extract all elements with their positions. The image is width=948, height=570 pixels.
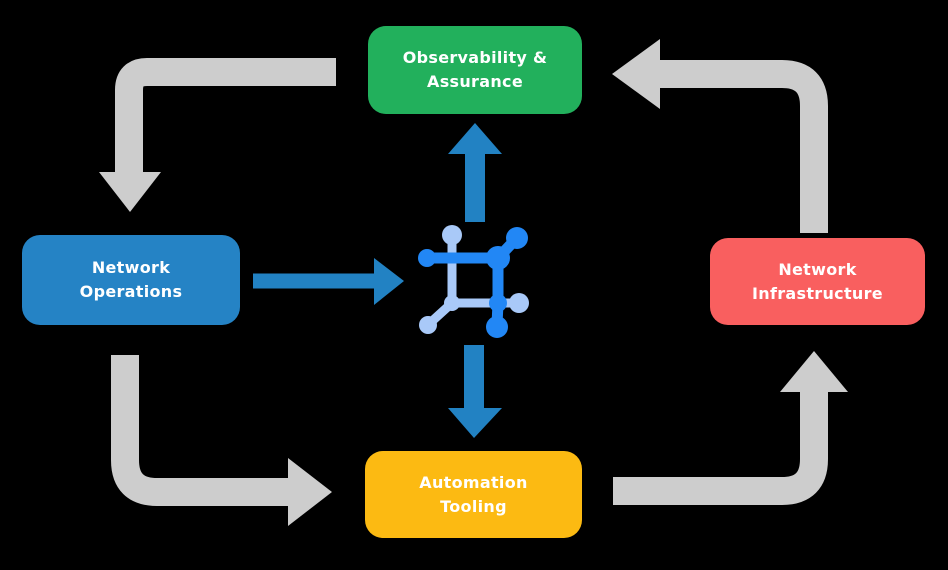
- node-network-operations: Network Operations: [22, 235, 240, 325]
- arrow-head: [374, 258, 404, 305]
- arrow-infrastructure-to-observability: [612, 39, 828, 233]
- arrow-shaft: [111, 355, 289, 506]
- arrow-operations-to-hub: [253, 258, 404, 305]
- arrow-shaft: [613, 391, 828, 505]
- arrow-head: [99, 172, 161, 212]
- arrow-observability-to-operations: [99, 58, 336, 212]
- hub-dark-layer: [418, 227, 528, 338]
- arrow-hub-to-observability: [448, 123, 502, 222]
- arrow-head: [288, 458, 332, 526]
- arrow-head: [780, 351, 848, 392]
- node-network-infrastructure-label: Network Infrastructure: [752, 259, 883, 303]
- node-network-operations-label: Network Operations: [79, 258, 183, 301]
- network-hub-icon: [418, 225, 529, 338]
- arrow-shaft: [115, 58, 336, 174]
- arrow-head: [448, 408, 502, 438]
- arrow-head: [612, 39, 660, 109]
- arrow-hub-to-tooling: [448, 345, 502, 438]
- arrow-tooling-to-infrastructure: [613, 351, 848, 505]
- node-observability-label: Observability & Assurance: [402, 48, 548, 91]
- node-automation-tooling: Automation Tooling: [365, 451, 582, 538]
- node-observability: Observability & Assurance: [368, 26, 582, 114]
- arrow-operations-to-tooling: [111, 355, 332, 526]
- arrow-shaft: [659, 60, 828, 233]
- hub-light-layer: [419, 225, 529, 334]
- arrow-head: [448, 123, 502, 154]
- node-network-infrastructure: Network Infrastructure: [710, 238, 925, 325]
- node-automation-tooling-label: Automation Tooling: [419, 472, 528, 516]
